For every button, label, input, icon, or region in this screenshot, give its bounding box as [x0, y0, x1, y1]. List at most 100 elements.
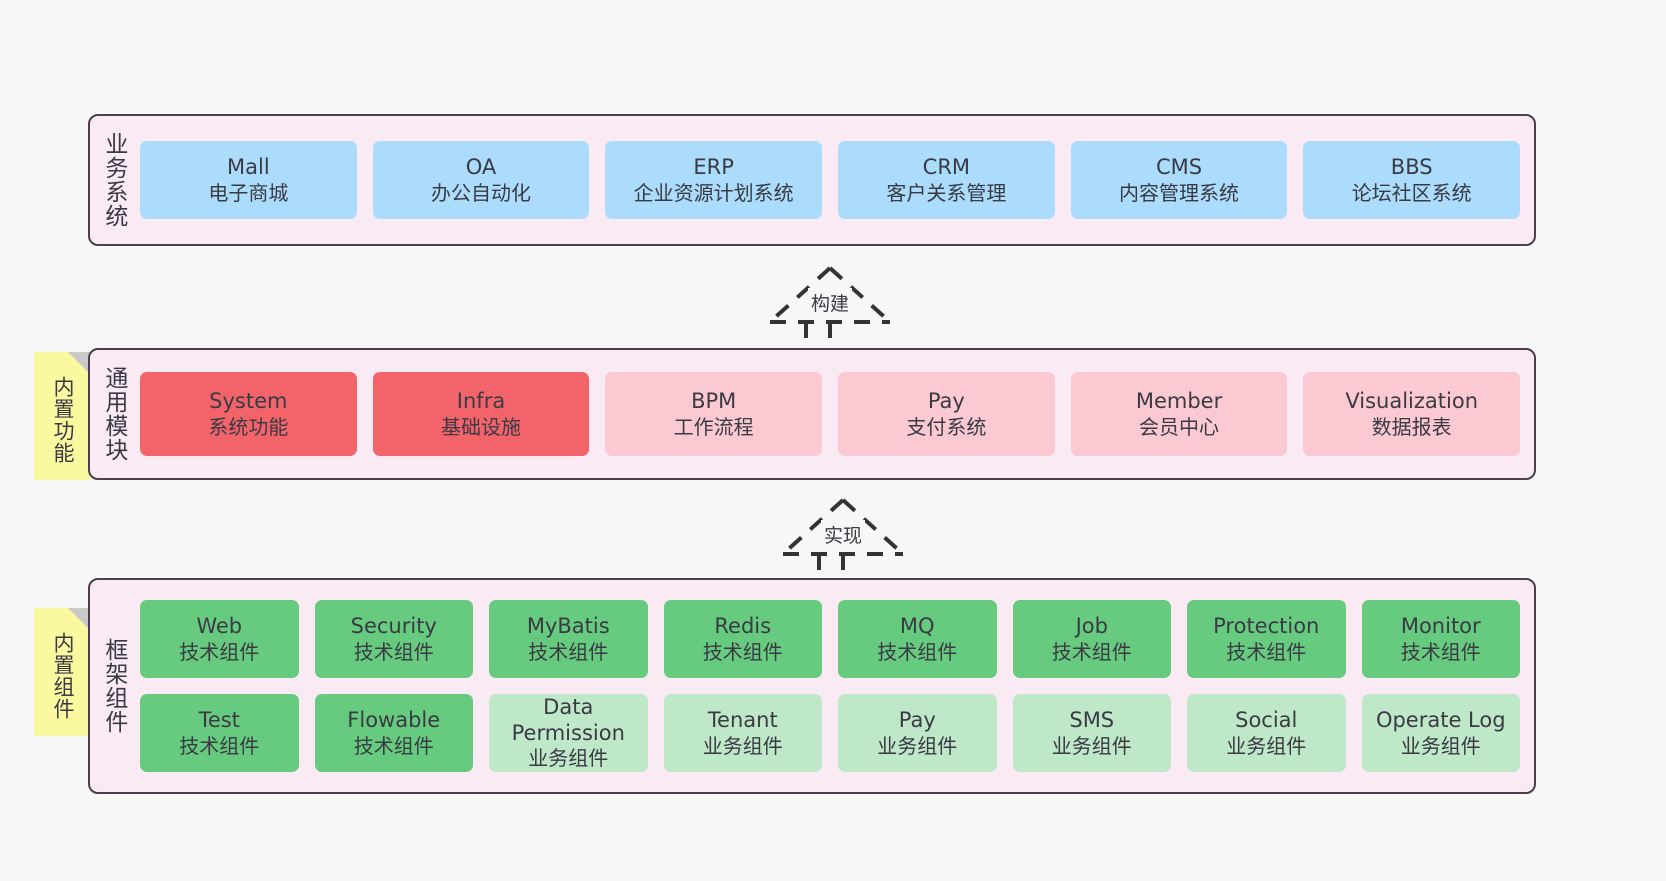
card-title: Test	[198, 708, 240, 732]
card-title: Monitor	[1400, 614, 1481, 638]
card-title: Operate Log	[1375, 708, 1506, 732]
layer-body-framework: Web 技术组件 Security 技术组件 MyBatis 技术组件 Redi…	[136, 580, 1534, 792]
card-subtitle: 技术组件	[179, 733, 260, 758]
card-title: ERP	[693, 155, 734, 179]
card-title: MQ	[899, 614, 935, 638]
card-title: Pay	[898, 708, 936, 732]
card-subtitle: 业务组件	[1051, 733, 1132, 758]
card-title-line2: Permission	[511, 720, 625, 745]
connector-implement: 实现	[753, 490, 933, 590]
card-data-permission[interactable]: Data Permission 业务组件	[489, 694, 648, 772]
card-subtitle: 技术组件	[528, 639, 609, 664]
layer-body-business: Mall 电子商城 OA 办公自动化 ERP 企业资源计划系统 CRM 客户关系…	[136, 116, 1534, 244]
card-title: Social	[1235, 708, 1298, 732]
card-title: MyBatis	[526, 614, 610, 638]
page-fold-icon	[68, 608, 90, 630]
card-subtitle: 业务组件	[1400, 733, 1481, 758]
card-subtitle: 支付系统	[906, 414, 987, 439]
card-monitor[interactable]: Monitor 技术组件	[1361, 600, 1520, 678]
card-system[interactable]: System 系统功能	[140, 372, 357, 456]
card-title: BPM	[691, 389, 737, 413]
framework-row-business: Test 技术组件 Flowable 技术组件 Data Permission …	[140, 694, 1520, 772]
card-cms[interactable]: CMS 内容管理系统	[1070, 141, 1288, 219]
sticky-note-label: 内置功能	[50, 376, 75, 464]
card-title: Flowable	[347, 708, 441, 732]
card-operate-log[interactable]: Operate Log 业务组件	[1361, 694, 1520, 772]
card-subtitle: 内容管理系统	[1119, 180, 1240, 205]
card-flowable[interactable]: Flowable 技术组件	[314, 694, 473, 772]
sticky-note-builtin-components: 内置组件	[34, 608, 90, 736]
card-title: CRM	[922, 155, 971, 179]
card-title: CMS	[1155, 155, 1203, 179]
card-title: Member	[1135, 389, 1223, 413]
layer-body-common: System 系统功能 Infra 基础设施 BPM 工作流程 Pay 支付系统…	[136, 350, 1534, 478]
card-title: Web	[196, 614, 243, 638]
card-title: Redis	[714, 614, 772, 638]
card-test[interactable]: Test 技术组件	[140, 694, 299, 772]
card-crm[interactable]: CRM 客户关系管理	[838, 141, 1055, 219]
card-subtitle: 业务组件	[1226, 733, 1307, 758]
card-title: Tenant	[707, 708, 778, 732]
card-subtitle: 技术组件	[1400, 639, 1481, 664]
card-title: BBS	[1390, 155, 1433, 179]
card-redis[interactable]: Redis 技术组件	[663, 600, 822, 678]
card-title: System	[209, 389, 288, 413]
card-tenant[interactable]: Tenant 业务组件	[663, 694, 822, 772]
card-title: Data	[543, 695, 594, 720]
page-fold-icon	[68, 352, 90, 374]
card-subtitle: 业务组件	[528, 746, 609, 771]
card-title: OA	[465, 155, 497, 179]
card-subtitle: 办公自动化	[431, 180, 531, 205]
connector-build-label: 构建	[807, 288, 853, 317]
card-title: Pay	[927, 389, 965, 413]
card-oa[interactable]: OA 办公自动化	[372, 141, 590, 219]
card-subtitle: 技术组件	[1051, 639, 1132, 664]
card-title: Protection	[1213, 614, 1320, 638]
card-mall[interactable]: Mall 电子商城	[140, 141, 357, 219]
card-subtitle: 系统功能	[208, 414, 289, 439]
layer-title-business: 业务系统	[100, 132, 127, 228]
card-infra[interactable]: Infra 基础设施	[372, 372, 590, 456]
sticky-note-builtin-features: 内置功能	[34, 352, 90, 480]
card-subtitle: 技术组件	[1226, 639, 1307, 664]
card-security[interactable]: Security 技术组件	[314, 600, 473, 678]
card-title: Mall	[227, 155, 270, 179]
card-title: SMS	[1069, 708, 1115, 732]
card-protection[interactable]: Protection 技术组件	[1187, 600, 1346, 678]
layer-title-framework: 框架组件	[100, 638, 127, 734]
card-mybatis[interactable]: MyBatis 技术组件	[489, 600, 648, 678]
card-subtitle: 业务组件	[877, 733, 958, 758]
connector-build: 构建	[740, 258, 920, 358]
card-subtitle: 会员中心	[1139, 414, 1220, 439]
card-visualization[interactable]: Visualization 数据报表	[1303, 372, 1521, 456]
card-subtitle: 技术组件	[702, 639, 783, 664]
card-title: Infra	[456, 389, 506, 413]
layer-framework-components: 框架组件 Web 技术组件 Security 技术组件 MyBatis 技术组件…	[88, 578, 1536, 794]
card-subtitle: 数据报表	[1371, 414, 1452, 439]
card-subtitle: 工作流程	[673, 414, 754, 439]
sticky-note-label: 内置组件	[50, 632, 75, 720]
card-subtitle: 技术组件	[353, 639, 434, 664]
card-erp[interactable]: ERP 企业资源计划系统	[605, 141, 823, 219]
card-subtitle: 技术组件	[353, 733, 434, 758]
card-job[interactable]: Job 技术组件	[1012, 600, 1171, 678]
card-subtitle: 论坛社区系统	[1351, 180, 1472, 205]
card-subtitle: 业务组件	[702, 733, 783, 758]
card-web[interactable]: Web 技术组件	[140, 600, 299, 678]
card-subtitle: 电子商城	[208, 180, 289, 205]
card-subtitle: 基础设施	[441, 414, 521, 439]
card-pay-component[interactable]: Pay 业务组件	[838, 694, 997, 772]
card-mq[interactable]: MQ 技术组件	[838, 600, 997, 678]
connector-implement-label: 实现	[820, 520, 866, 549]
card-sms[interactable]: SMS 业务组件	[1012, 694, 1171, 772]
card-title: Job	[1075, 614, 1108, 638]
card-subtitle: 技术组件	[179, 639, 260, 664]
card-social[interactable]: Social 业务组件	[1187, 694, 1346, 772]
card-member[interactable]: Member 会员中心	[1070, 372, 1288, 456]
card-subtitle: 技术组件	[877, 639, 958, 664]
card-subtitle: 客户关系管理	[886, 180, 1007, 205]
card-bbs[interactable]: BBS 论坛社区系统	[1303, 141, 1521, 219]
card-pay[interactable]: Pay 支付系统	[838, 372, 1055, 456]
card-bpm[interactable]: BPM 工作流程	[605, 372, 823, 456]
